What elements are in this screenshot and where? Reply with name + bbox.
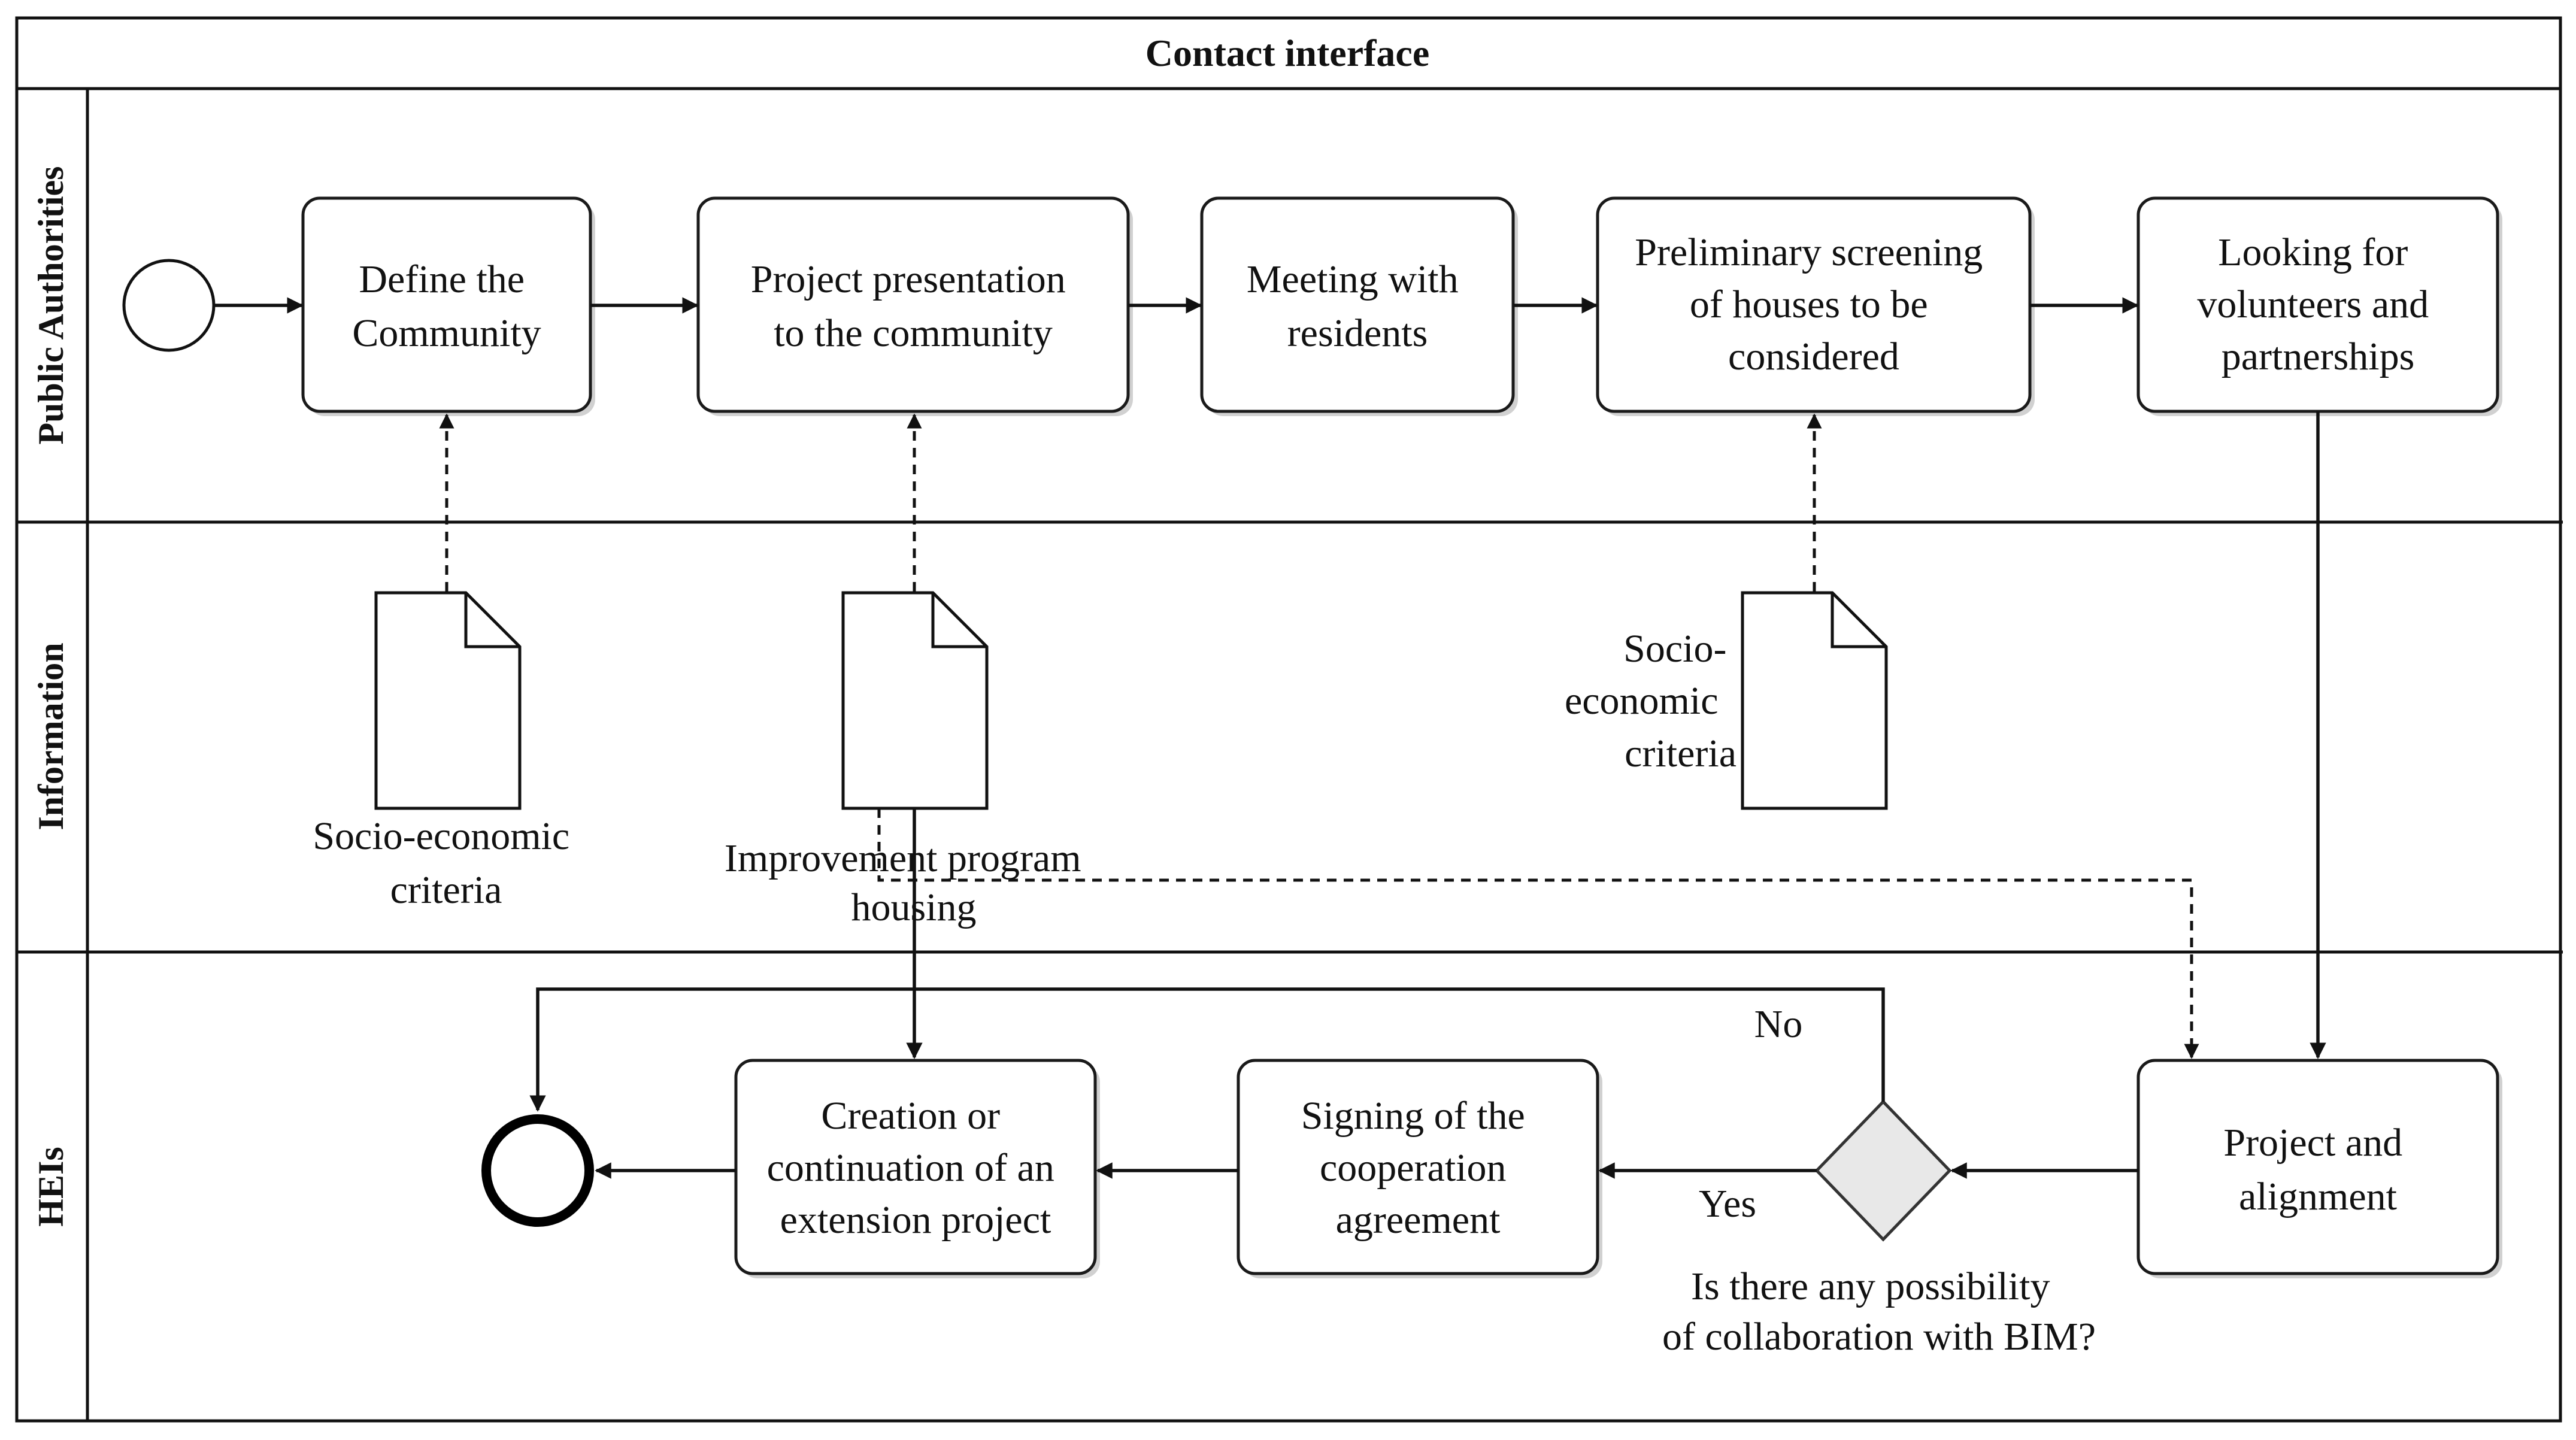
document-improvement-program-label-1: Improvement program	[725, 836, 1081, 880]
document-socio-economic-1-label-1: Socio-economic	[313, 814, 569, 858]
lane-label-heis: HEIs	[31, 1147, 71, 1226]
task-meeting-residents: Meeting with residents	[1200, 196, 1518, 416]
gateway-yes-label: Yes	[1699, 1182, 1756, 1226]
task-creation-extension-line-3: extension project	[780, 1198, 1051, 1242]
svg-text:Signing of the cooperati: Signing of the cooperation agreement	[1301, 1094, 1535, 1242]
gateway-no-label: No	[1754, 1002, 1803, 1046]
document-improvement-program	[841, 591, 989, 810]
end-event	[481, 1114, 594, 1227]
task-define-community-line-2: Community	[352, 311, 541, 355]
svg-text:Project presentation to: Project presentation to the community	[751, 257, 1076, 355]
document-socio-economic-2-label-2: economic	[1565, 679, 1719, 723]
svg-text:Project and alignment: Project and alignment	[2223, 1121, 2412, 1218]
task-looking-volunteers: Looking for volunteers and partnerships	[2136, 196, 2502, 416]
task-define-community: Define the Community	[301, 196, 595, 416]
document-socio-economic-2	[1741, 591, 1888, 810]
task-project-alignment-line-1: Project and	[2223, 1121, 2402, 1165]
task-creation-extension: Creation or continuation of an extension…	[734, 1059, 1100, 1278]
task-looking-volunteers-line-2: volunteers and	[2197, 283, 2429, 326]
svg-text:Looking for volunteers a: Looking for volunteers and partnerships	[2197, 231, 2438, 378]
document-socio-economic-2-label-3: criteria	[1625, 732, 1736, 775]
task-preliminary-screening-line-3: considered	[1728, 335, 1899, 378]
lane-label-public-authorities: Public Authorities	[31, 166, 71, 444]
svg-text:Socio- economic criter: Socio- economic criteria	[1565, 627, 1736, 775]
task-preliminary-screening-line-2: of houses to be	[1690, 283, 1928, 326]
svg-text:Improvement program housin: Improvement program housing	[725, 836, 1091, 929]
document-socio-economic-1	[374, 591, 522, 810]
task-signing-agreement: Signing of the cooperation agreement	[1237, 1059, 1602, 1278]
task-creation-extension-line-1: Creation or	[821, 1094, 1000, 1138]
svg-text:Preliminary screening of: Preliminary screening of houses to be co…	[1635, 231, 1992, 378]
svg-text:Creation or continuation: Creation or continuation of an extension…	[767, 1094, 1065, 1242]
document-socio-economic-1-label-2: criteria	[390, 868, 502, 912]
flow-gateway-no-to-end	[529, 987, 1885, 1112]
task-project-presentation: Project presentation to the community	[696, 196, 1133, 416]
task-looking-volunteers-line-3: partnerships	[2222, 335, 2415, 378]
task-looking-volunteers-line-1: Looking for	[2218, 231, 2408, 274]
svg-text:Meeting with residents: Meeting with residents	[1247, 257, 1468, 355]
task-preliminary-screening: Preliminary screening of houses to be co…	[1596, 196, 2035, 416]
task-project-presentation-line-1: Project presentation	[751, 257, 1066, 301]
task-define-community-line-1: Define the	[359, 257, 525, 301]
gateway-question-line-1: Is there any possibility	[1691, 1265, 2050, 1308]
diagram-title: Contact interface	[1145, 32, 1429, 74]
lane-label-information: Information	[31, 642, 71, 830]
document-socio-economic-2-label-1: Socio-	[1623, 627, 1726, 671]
gateway-diamond	[1814, 1099, 1952, 1242]
task-signing-agreement-line-3: agreement	[1336, 1198, 1501, 1242]
task-preliminary-screening-line-1: Preliminary screening	[1635, 231, 1983, 274]
task-creation-extension-line-2: continuation of an	[767, 1146, 1054, 1190]
start-event	[122, 259, 216, 352]
svg-text:Socio-economic criteria: Socio-economic criteria	[313, 814, 579, 912]
svg-text:Define the Community: Define the Community	[352, 257, 541, 355]
task-signing-agreement-line-2: cooperation	[1320, 1146, 1507, 1190]
association-improvement-to-project-alignment	[877, 808, 2199, 1059]
task-project-alignment-line-2: alignment	[2239, 1175, 2397, 1218]
task-project-presentation-line-2: to the community	[774, 311, 1053, 355]
task-signing-agreement-line-1: Signing of the	[1301, 1094, 1525, 1138]
task-project-alignment: Project and alignment	[2136, 1059, 2502, 1278]
svg-text:Is there any possibility o: Is there any possibility of collaboratio…	[1662, 1265, 2096, 1359]
gateway-question-line-2: of collaboration with BIM?	[1662, 1315, 2096, 1359]
pool-frame	[15, 16, 2563, 1423]
task-meeting-residents-line-1: Meeting with	[1247, 257, 1459, 301]
task-meeting-residents-line-2: residents	[1287, 311, 1428, 355]
